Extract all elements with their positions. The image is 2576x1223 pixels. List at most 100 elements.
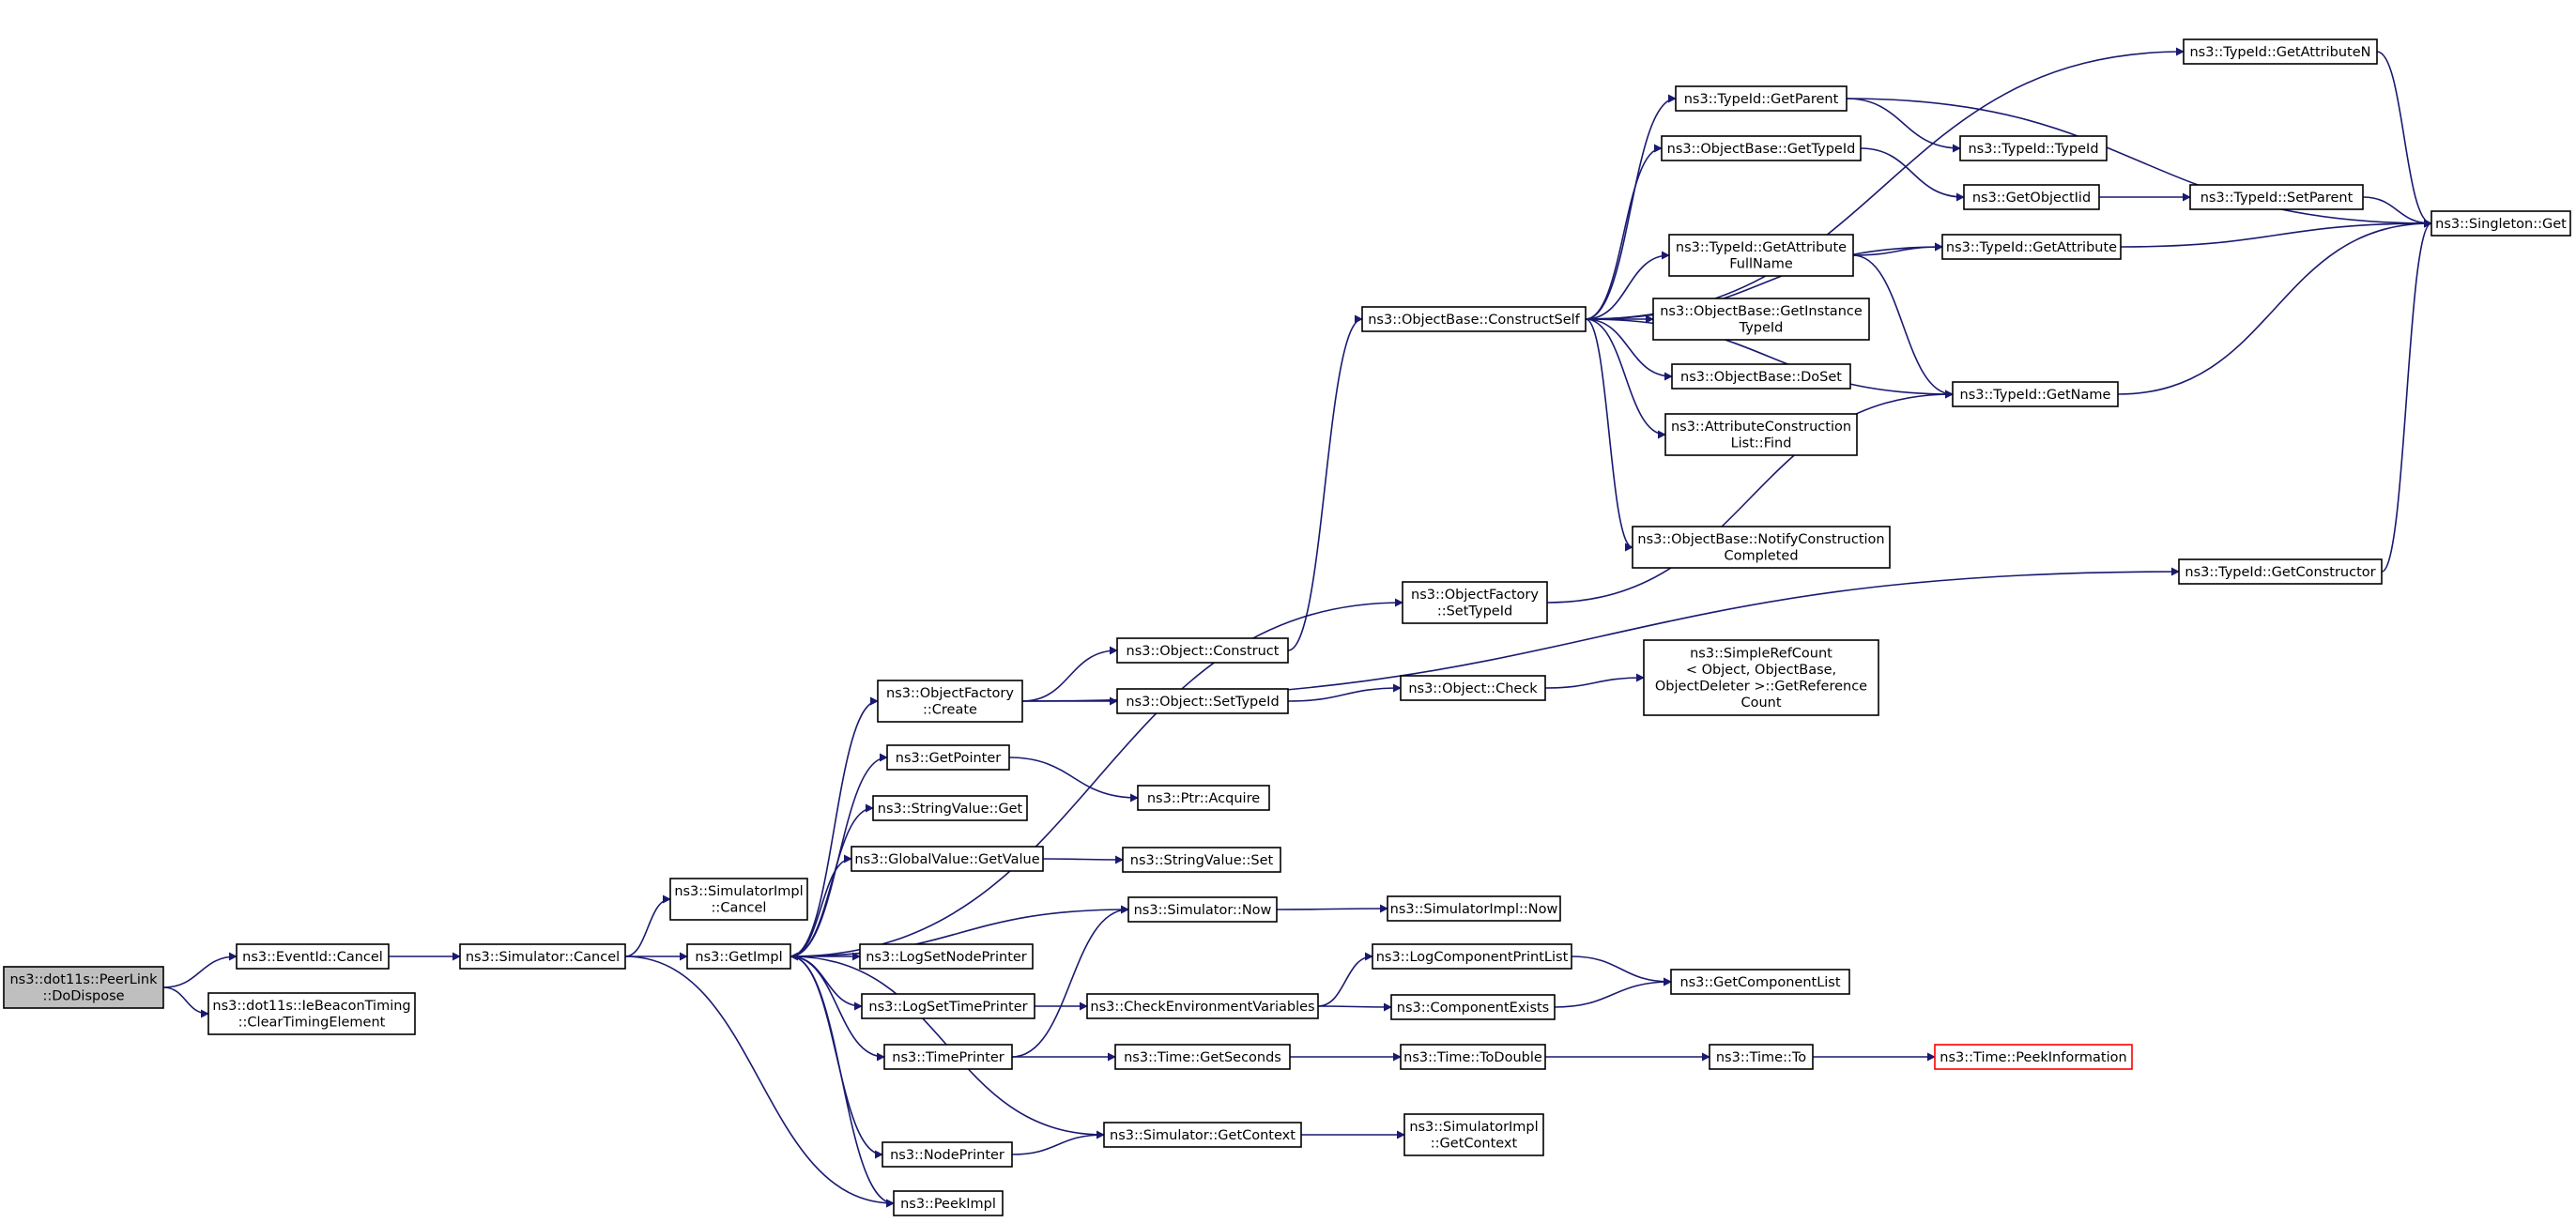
node-logcomponentprintlist[interactable]: ns3::LogComponentPrintList bbox=[1372, 943, 1572, 970]
node-label: ObjectDeleter >::GetReference bbox=[1655, 680, 1867, 695]
node-box bbox=[2178, 558, 2383, 585]
edge-getimpl-to-simulator-now bbox=[790, 905, 1129, 957]
node-label: TypeId bbox=[1739, 321, 1784, 336]
node-componentexists[interactable]: ns3::ComponentExists bbox=[1390, 994, 1556, 1020]
node-peekimpl[interactable]: ns3::PeekImpl bbox=[893, 1190, 1004, 1216]
node-objbase-notify[interactable]: ns3::ObjectBase::NotifyConstructionCompl… bbox=[1632, 526, 1891, 569]
edge-getimpl-to-globalvalue-getvalue bbox=[790, 854, 852, 957]
node-box bbox=[893, 1190, 1004, 1216]
node-simimpl-cancel[interactable]: ns3::SimulatorImpl::Cancel bbox=[669, 878, 808, 921]
edge-sim-cancel-to-peekimpl bbox=[624, 955, 895, 1208]
node-simimpl-now[interactable]: ns3::SimulatorImpl::Now bbox=[1387, 895, 1561, 922]
node-simimpl-getcontext[interactable]: ns3::SimulatorImpl::GetContext bbox=[1403, 1113, 1544, 1156]
edge-typeid-getparent-to-typeid-typeid bbox=[1846, 98, 1961, 153]
node-getcomponentlist[interactable]: ns3::GetComponentList bbox=[1670, 969, 1850, 995]
node-simplerefcount[interactable]: ns3::SimpleRefCount< Object, ObjectBase,… bbox=[1643, 639, 1879, 716]
node-time-to[interactable]: ns3::Time::To bbox=[1709, 1044, 1814, 1070]
node-label: ::SetTypeId bbox=[1437, 604, 1512, 619]
node-objfactory-create[interactable]: ns3::ObjectFactory::Create bbox=[877, 680, 1023, 723]
node-box bbox=[1661, 135, 1862, 161]
node-label: ns3::Time::PeekInformation bbox=[1940, 1050, 2126, 1065]
node-stringvalue-get[interactable]: ns3::StringValue::Get bbox=[872, 795, 1028, 821]
node-label: ns3::Object::Construct bbox=[1127, 644, 1280, 659]
node-typeid-getname[interactable]: ns3::TypeId::GetName bbox=[1952, 381, 2119, 407]
node-sim-cancel[interactable]: ns3::Simulator::Cancel bbox=[459, 943, 626, 970]
node-label: ns3::TypeId::GetParent bbox=[1684, 92, 1839, 107]
node-typeid-getparent[interactable]: ns3::TypeId::GetParent bbox=[1675, 85, 1848, 112]
node-label: ns3::StringValue::Get bbox=[878, 802, 1023, 817]
edge-typeid-getparent-to-singleton-get bbox=[1846, 98, 2432, 228]
node-label: ::DoDispose bbox=[42, 989, 124, 1004]
node-getobjectiid[interactable]: ns3::GetObjectIid bbox=[1963, 184, 2100, 210]
node-objfactory-settypeid[interactable]: ns3::ObjectFactory::SetTypeId bbox=[1402, 581, 1548, 624]
node-label: Count bbox=[1740, 696, 1781, 711]
node-label: ns3::TypeId::GetAttributeN bbox=[2189, 45, 2370, 60]
node-box bbox=[3, 966, 164, 1009]
edge-typeid-getattribute-to-singleton-get bbox=[2120, 219, 2432, 248]
node-objbase-doset[interactable]: ns3::ObjectBase::DoSet bbox=[1671, 363, 1851, 390]
node-objbase-gettypeid[interactable]: ns3::ObjectBase::GetTypeId bbox=[1661, 135, 1862, 161]
node-label: ns3::EventId::Cancel bbox=[242, 950, 383, 965]
edge-getimpl-to-peekimpl bbox=[790, 955, 895, 1208]
node-timeprinter[interactable]: ns3::TimePrinter bbox=[883, 1044, 1013, 1070]
node-simulator-now[interactable]: ns3::Simulator::Now bbox=[1127, 896, 1278, 923]
node-object-check[interactable]: ns3::Object::Check bbox=[1400, 675, 1546, 701]
node-globalvalue-getvalue[interactable]: ns3::GlobalValue::GetValue bbox=[851, 846, 1044, 872]
node-label: ns3::ObjectBase::GetInstance bbox=[1660, 304, 1863, 319]
node-time-todouble[interactable]: ns3::Time::ToDouble bbox=[1400, 1044, 1546, 1070]
node-time-getseconds[interactable]: ns3::Time::GetSeconds bbox=[1114, 1044, 1291, 1070]
node-time-peekinformation[interactable]: ns3::Time::PeekInformation bbox=[1934, 1044, 2133, 1070]
node-label: ns3::TypeId::SetParent bbox=[2200, 191, 2354, 206]
node-label: ns3::SimulatorImpl bbox=[674, 884, 803, 899]
edge-object-settypeid-to-object-check bbox=[1287, 683, 1402, 702]
node-typeid-setparent[interactable]: ns3::TypeId::SetParent bbox=[2189, 184, 2364, 210]
node-typeid-getattributen[interactable]: ns3::TypeId::GetAttributeN bbox=[2183, 38, 2378, 65]
node-box bbox=[1675, 85, 1848, 112]
node-getpointer[interactable]: ns3::GetPointer bbox=[886, 744, 1010, 771]
node-box bbox=[1116, 637, 1289, 664]
node-checkenv[interactable]: ns3::CheckEnvironmentVariables bbox=[1086, 993, 1319, 1019]
node-box bbox=[1941, 234, 2122, 260]
edge-getimpl-to-objfactory-settypeid bbox=[790, 598, 1403, 957]
node-label: ns3::TimePrinter bbox=[892, 1050, 1004, 1065]
edge-object-check-to-simplerefcount bbox=[1544, 673, 1645, 689]
node-box bbox=[1402, 581, 1548, 624]
node-object-construct[interactable]: ns3::Object::Construct bbox=[1116, 637, 1289, 664]
node-sim-getcontext[interactable]: ns3::Simulator::GetContext bbox=[1103, 1122, 1302, 1148]
edge-typeid-getconstructor-to-singleton-get bbox=[2381, 219, 2432, 573]
node-objbase-constructself[interactable]: ns3::ObjectBase::ConstructSelf bbox=[1361, 306, 1587, 332]
node-box bbox=[207, 992, 416, 1035]
node-getimpl[interactable]: ns3::GetImpl bbox=[686, 943, 791, 970]
node-ptr-acquire[interactable]: ns3::Ptr::Acquire bbox=[1137, 785, 1270, 811]
node-box bbox=[2189, 184, 2364, 210]
node-eventid-cancel[interactable]: ns3::EventId::Cancel bbox=[236, 943, 390, 970]
node-clear-timing[interactable]: ns3::dot11s::IeBeaconTiming::ClearTiming… bbox=[207, 992, 416, 1035]
node-box bbox=[1959, 135, 2108, 161]
node-typeid-getattribute[interactable]: ns3::TypeId::GetAttribute bbox=[1941, 234, 2122, 260]
node-singleton-get[interactable]: ns3::Singleton::Get bbox=[2430, 210, 2571, 237]
node-typeid-typeid[interactable]: ns3::TypeId::TypeId bbox=[1959, 135, 2108, 161]
node-box bbox=[872, 795, 1028, 821]
node-label: ns3::Simulator::GetContext bbox=[1110, 1128, 1296, 1143]
node-box bbox=[1116, 688, 1289, 714]
function-nodes: ns3::dot11s::PeerLink::DoDispose ns3::Eve… bbox=[3, 38, 2571, 1216]
node-stringvalue-set[interactable]: ns3::StringValue::Set bbox=[1122, 847, 1281, 873]
node-root[interactable]: ns3::dot11s::PeerLink::DoDispose bbox=[3, 966, 164, 1009]
node-logsettimeprinter[interactable]: ns3::LogSetTimePrinter bbox=[861, 993, 1035, 1019]
node-object-settypeid[interactable]: ns3::Object::SetTypeId bbox=[1116, 688, 1289, 714]
node-logsetnodeprinter[interactable]: ns3::LogSetNodePrinter bbox=[859, 943, 1034, 970]
node-label: ns3::SimulatorImpl::Now bbox=[1390, 902, 1558, 917]
node-box bbox=[1400, 675, 1546, 701]
node-typeid-getconstructor[interactable]: ns3::TypeId::GetConstructor bbox=[2178, 558, 2383, 585]
edge-typeid-getattributen-to-singleton-get bbox=[2376, 51, 2432, 228]
node-nodeprinter[interactable]: ns3::NodePrinter bbox=[882, 1141, 1013, 1168]
edge-getimpl-to-objfactory-create bbox=[790, 696, 879, 957]
node-box bbox=[1934, 1044, 2133, 1070]
node-label: ns3::CheckEnvironmentVariables bbox=[1090, 1000, 1314, 1015]
node-box bbox=[859, 943, 1034, 970]
node-label: ns3::ObjectBase::NotifyConstruction bbox=[1637, 532, 1884, 547]
node-label: ns3::Singleton::Get bbox=[2435, 217, 2567, 232]
